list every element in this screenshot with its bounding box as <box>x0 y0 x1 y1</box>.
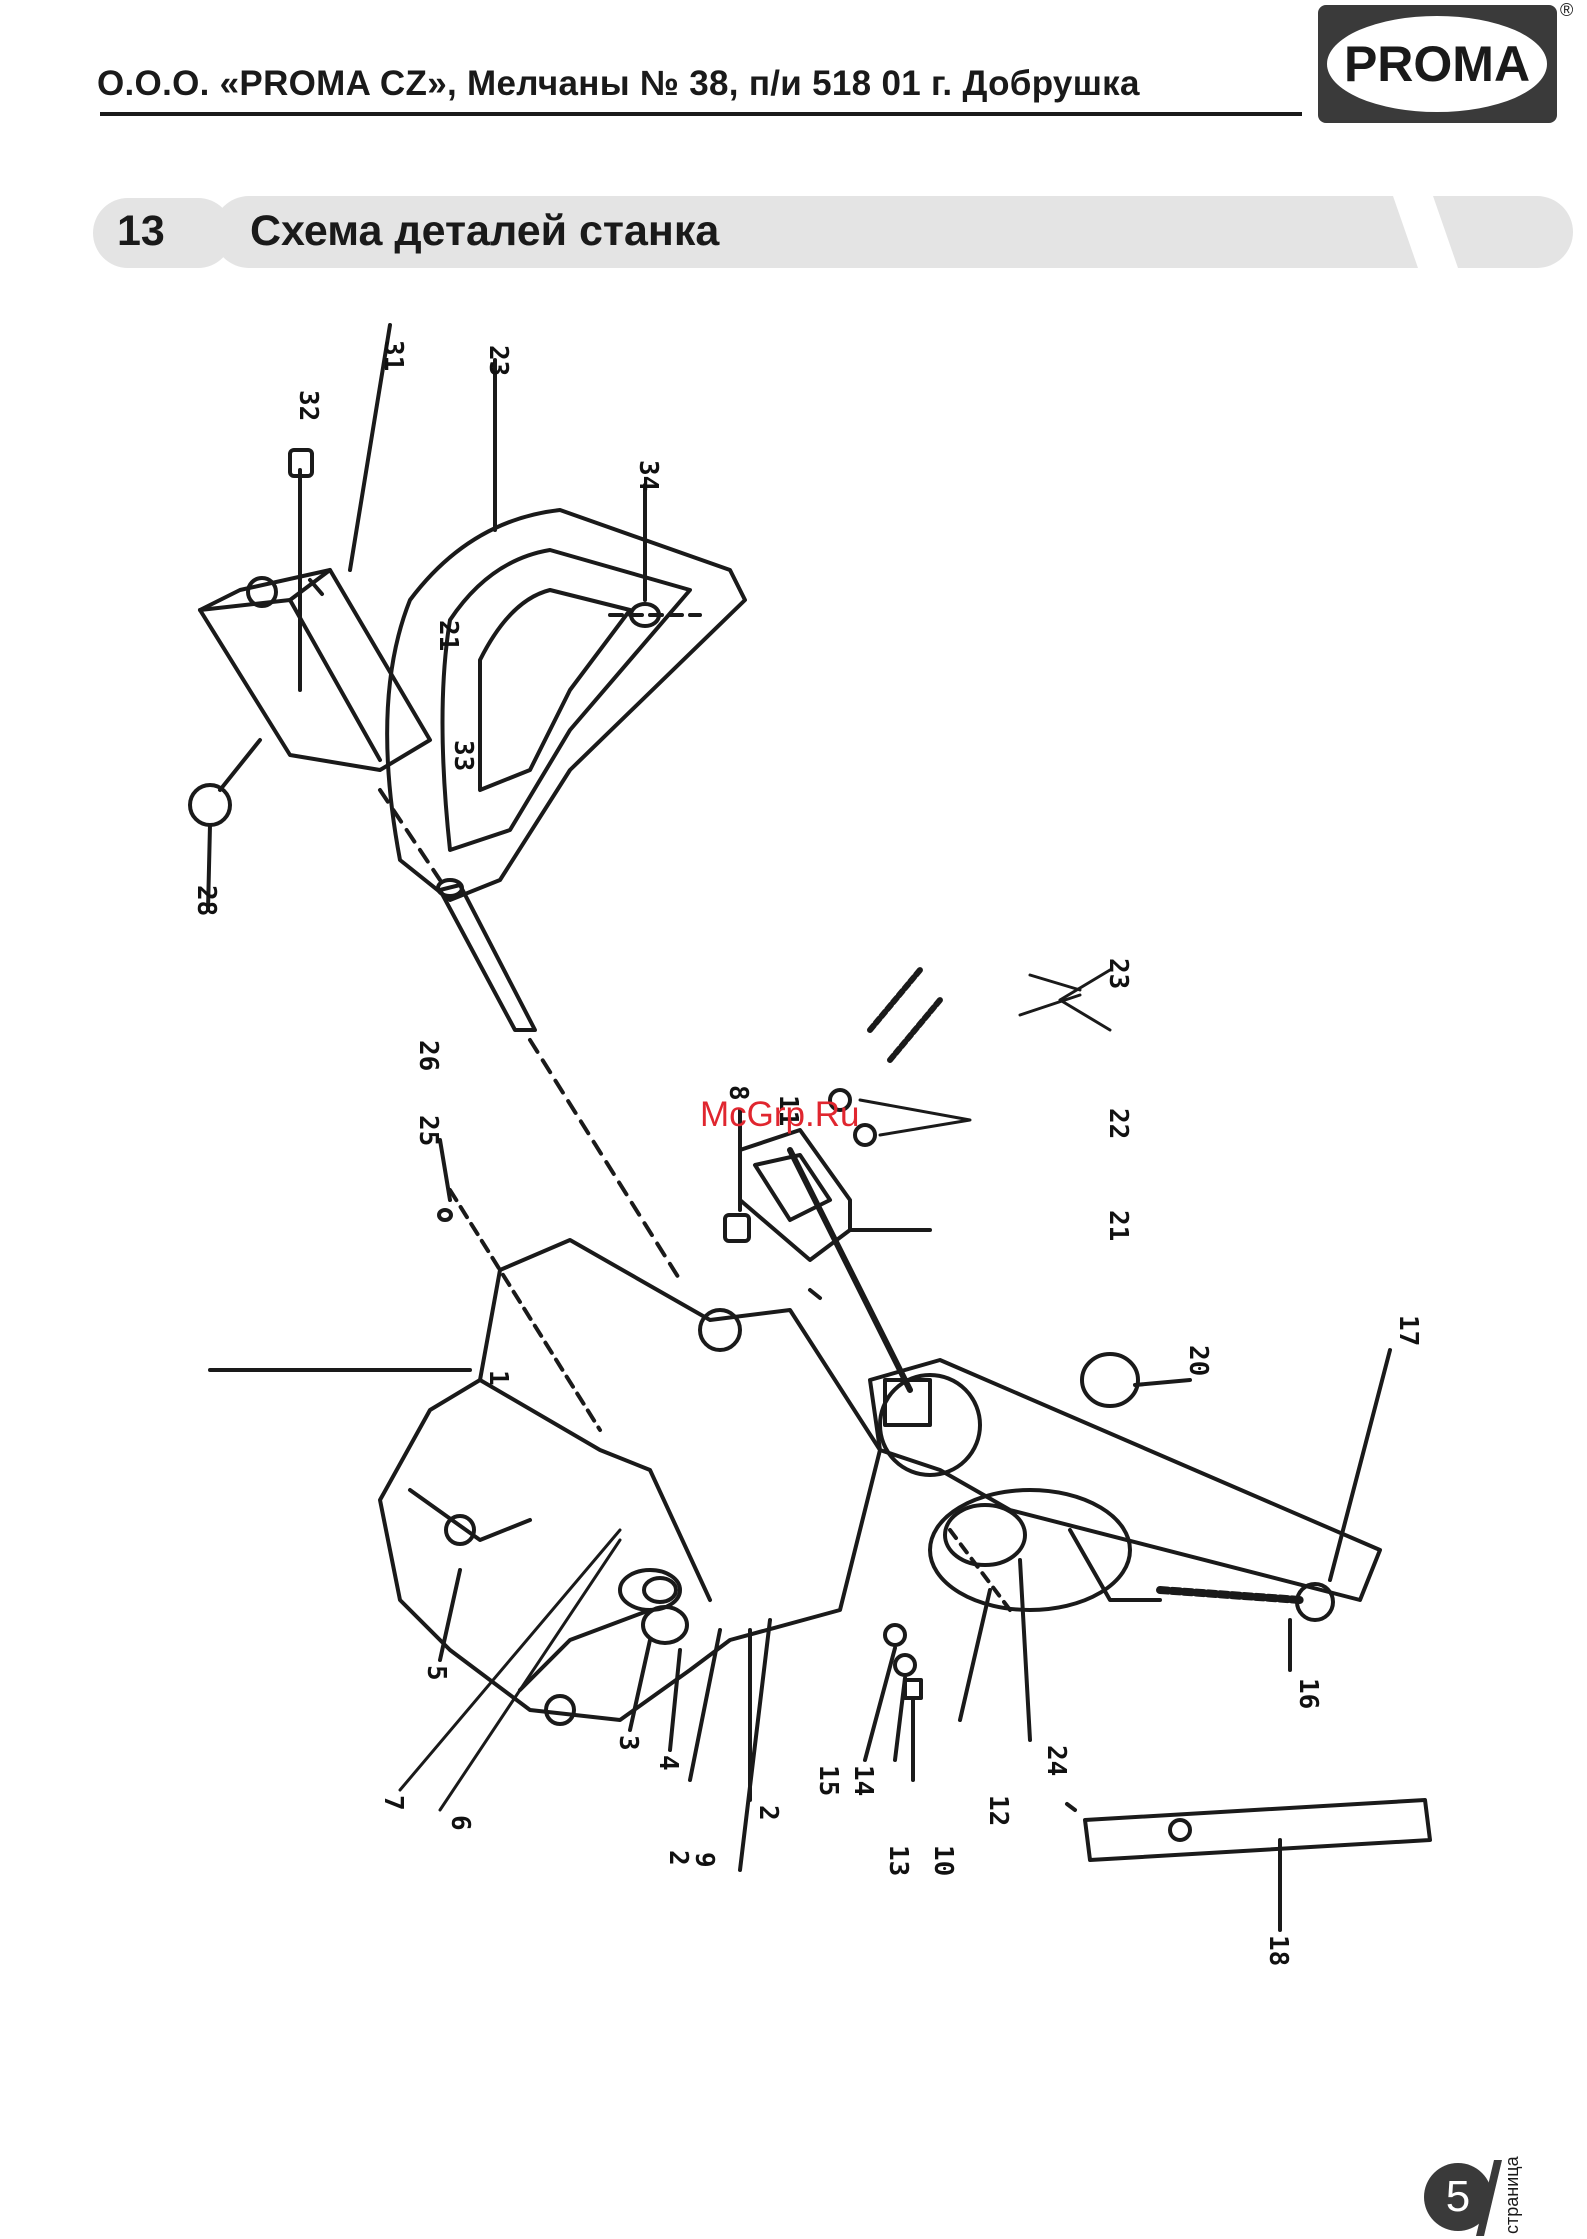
part-label-23: 23 <box>1103 958 1133 989</box>
part-label-28: 28 <box>191 885 221 916</box>
part-callout-labels: 31 32 23 34 21 33 28 26 23 22 21 25 8 11… <box>191 340 1423 1966</box>
part-label-5: 5 <box>421 1665 451 1681</box>
section-number: 13 <box>117 207 165 256</box>
part-label-12: 12 <box>983 1795 1013 1826</box>
part-label-13: 13 <box>883 1845 913 1876</box>
part-label-31: 31 <box>378 340 408 371</box>
part-label-20: 20 <box>1183 1345 1213 1376</box>
part-label-3: 3 <box>613 1735 643 1751</box>
part-label-2: 2 <box>753 1805 783 1821</box>
part-label-26: 26 <box>413 1040 443 1071</box>
part-label-23: 23 <box>483 345 513 376</box>
company-address: О.О.О. «PROMA CZ», Мелчаны № 38, п/и 518… <box>97 64 1140 104</box>
part-label-2: 2 <box>663 1850 693 1866</box>
part-label-22: 22 <box>1103 1108 1133 1139</box>
part-label-4: 4 <box>653 1755 683 1771</box>
part-block-top <box>200 570 430 770</box>
part-label-6: 6 <box>445 1815 475 1831</box>
logo-text: PROMA <box>1344 36 1530 92</box>
proma-logo: PROMA <box>1316 3 1559 125</box>
part-lever-17 <box>870 1350 1390 1600</box>
watermark: McGrp.Ru <box>700 1095 859 1135</box>
part-label-32: 32 <box>293 390 323 421</box>
part-label-34: 34 <box>633 460 663 491</box>
part-label-33: 33 <box>448 740 478 771</box>
part-label-18: 18 <box>1263 1935 1293 1966</box>
part-bolt-16 <box>1070 1530 1333 1670</box>
part-label-10: 10 <box>928 1845 958 1876</box>
part-label-16: 16 <box>1293 1678 1323 1709</box>
part-label-15: 15 <box>813 1765 843 1796</box>
part-label-1: 1 <box>483 1370 513 1386</box>
exploded-parts-diagram: 31 32 23 34 21 33 28 26 23 22 21 25 8 11… <box>150 270 1570 2050</box>
part-label-21: 21 <box>433 620 463 651</box>
part-label-24: 24 <box>1041 1745 1071 1776</box>
part-bar-18 <box>1067 1800 1430 1930</box>
part-label-21: 21 <box>1103 1210 1133 1241</box>
part-label-7: 7 <box>378 1795 408 1811</box>
part-label-14: 14 <box>848 1765 878 1796</box>
parts-drawing: 31 32 23 34 21 33 28 26 23 22 21 25 8 11… <box>150 270 1570 2050</box>
part-label-25: 25 <box>413 1115 443 1146</box>
section-title: Схема деталей станка <box>250 207 719 256</box>
part-rod-26 <box>380 790 680 1280</box>
part-label-17: 17 <box>1393 1315 1423 1346</box>
header-divider <box>100 112 1302 116</box>
page-number-slash <box>1476 2160 1502 2236</box>
page-word: страница <box>1502 2156 1523 2234</box>
registered-mark: ® <box>1560 0 1573 21</box>
